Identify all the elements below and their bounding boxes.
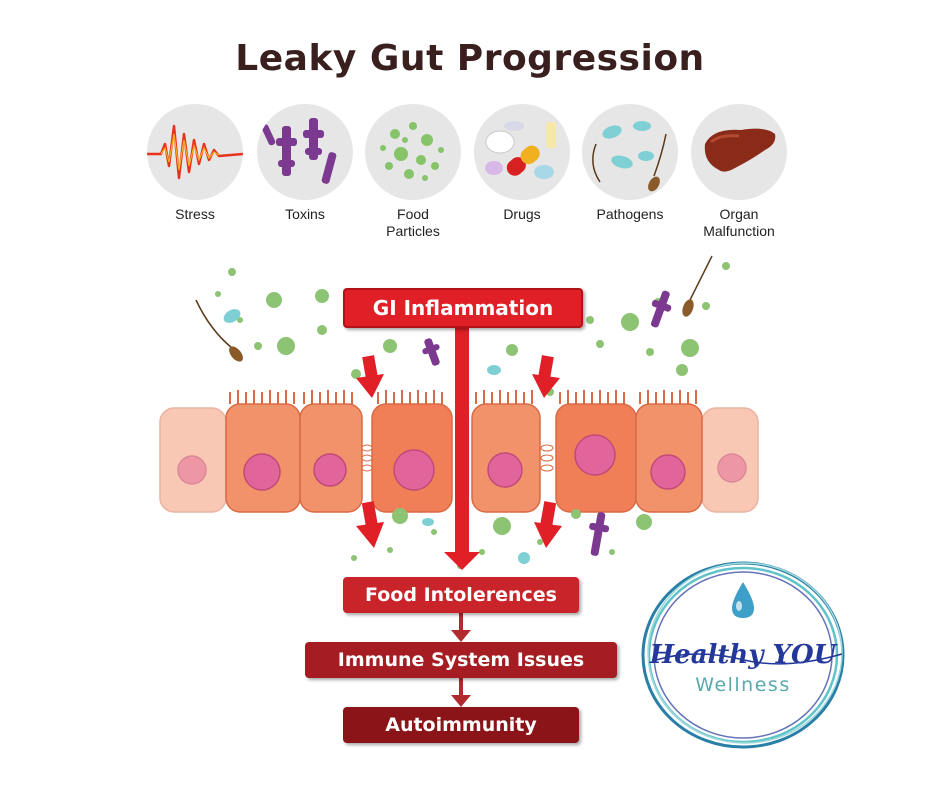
cause-stress: Stress <box>140 104 250 223</box>
flow-arrows <box>356 324 562 707</box>
pathogens <box>223 309 530 564</box>
cause-label: Toxins <box>285 206 325 222</box>
cause-toxins: Toxins <box>250 104 360 223</box>
cause-label: Food Particles <box>386 206 440 239</box>
autoimmunity-box: Autoimmunity <box>343 707 579 743</box>
drugs-pills-icon <box>474 104 570 200</box>
food-particles-icon <box>365 104 461 200</box>
liver-organ-icon <box>691 104 787 200</box>
page-title: Leaky Gut Progression <box>235 38 705 79</box>
parasites <box>195 255 713 362</box>
cause-food-particles: Food Particles <box>358 104 468 240</box>
pathogens-microbes-icon <box>582 104 678 200</box>
logo-line1: Healthy YOU <box>649 640 837 670</box>
cause-organ-malfunction: Organ Malfunction <box>684 104 794 240</box>
logo-line2: Wellness <box>695 674 791 696</box>
cause-label: Pathogens <box>596 206 664 222</box>
cause-label: Stress <box>175 206 215 222</box>
toxins-molecule-icon <box>257 104 353 200</box>
stress-waveform-icon <box>147 104 243 200</box>
gi-inflammation-box: GI Inflammation <box>343 288 583 328</box>
cause-drugs: Drugs <box>467 104 577 223</box>
food-intolerances-box: Food Intolerences <box>343 577 579 613</box>
cause-pathogens: Pathogens <box>575 104 685 223</box>
healthy-you-wellness-logo: Healthy YOU Wellness <box>636 556 850 754</box>
cause-label: Organ Malfunction <box>703 206 775 239</box>
immune-system-issues-box: Immune System Issues <box>305 642 617 678</box>
toxins <box>422 290 672 556</box>
water-drop-icon <box>732 582 754 618</box>
cause-label: Drugs <box>503 206 541 222</box>
